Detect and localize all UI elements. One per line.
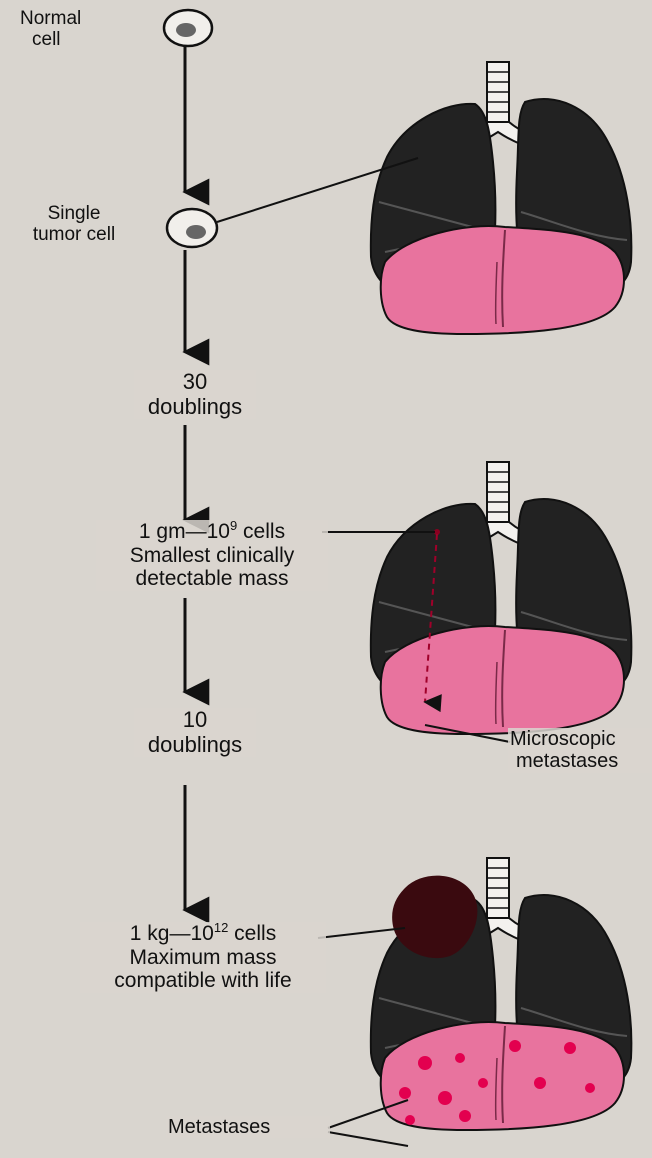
label-metastases: Metastases <box>166 1116 330 1138</box>
microscopic-line1: Microscopic <box>510 728 652 750</box>
dash: — <box>186 520 207 543</box>
one-kg-exponent: 12 <box>214 920 228 935</box>
one-gm-mass: 1 gm <box>139 520 186 543</box>
leader-1kg <box>318 928 405 938</box>
ten-doublings-text: doublings <box>136 733 254 758</box>
one-gm-line: 1 gm—109 cells <box>98 520 326 544</box>
single-tumor-cell <box>167 209 217 247</box>
one-kg-mass: 1 kg <box>130 922 170 945</box>
label-30-doublings: 30 doublings <box>134 370 256 419</box>
dash2: — <box>170 922 191 945</box>
label-10-doublings: 10 doublings <box>134 708 256 757</box>
one-kg-cells: cells <box>228 922 276 945</box>
label-microscopic-metastases: Microscopic metastases <box>508 728 652 773</box>
one-gm-base: 10 <box>207 520 230 543</box>
one-kg-line: 1 kg—1012 cells <box>82 922 324 946</box>
normal-cell <box>164 10 212 46</box>
leader-metastases-b <box>328 1132 408 1146</box>
lungs-stage-2 <box>371 462 632 734</box>
thirty-doublings-text: doublings <box>136 395 254 420</box>
microscopic-line2: metastases <box>510 750 652 772</box>
label-1gm: 1 gm—109 cells Smallest clinically detec… <box>96 520 328 591</box>
single-tumor-line2: tumor cell <box>14 224 134 245</box>
single-tumor-line1: Single <box>14 203 134 224</box>
label-1kg: 1 kg—1012 cells Maximum mass compatible … <box>80 922 326 993</box>
label-normal-cell: Normal cell <box>20 8 108 51</box>
metastases-text: Metastases <box>168 1116 328 1138</box>
normal-cell-line1: Normal <box>20 8 108 29</box>
lungs-stage-1 <box>371 62 632 334</box>
one-gm-cells: cells <box>237 520 285 543</box>
ten-value: 10 <box>136 708 254 733</box>
detectable-mass: detectable mass <box>98 567 326 591</box>
maximum-mass: Maximum mass <box>82 946 324 970</box>
one-kg-base: 10 <box>191 922 214 945</box>
label-single-tumor-cell: Single tumor cell <box>14 203 134 246</box>
thirty-value: 30 <box>136 370 254 395</box>
normal-cell-line2: cell <box>20 29 108 50</box>
compatible-with-life: compatible with life <box>82 969 324 993</box>
lungs-stage-3 <box>371 858 632 1130</box>
smallest-clinically: Smallest clinically <box>98 544 326 568</box>
